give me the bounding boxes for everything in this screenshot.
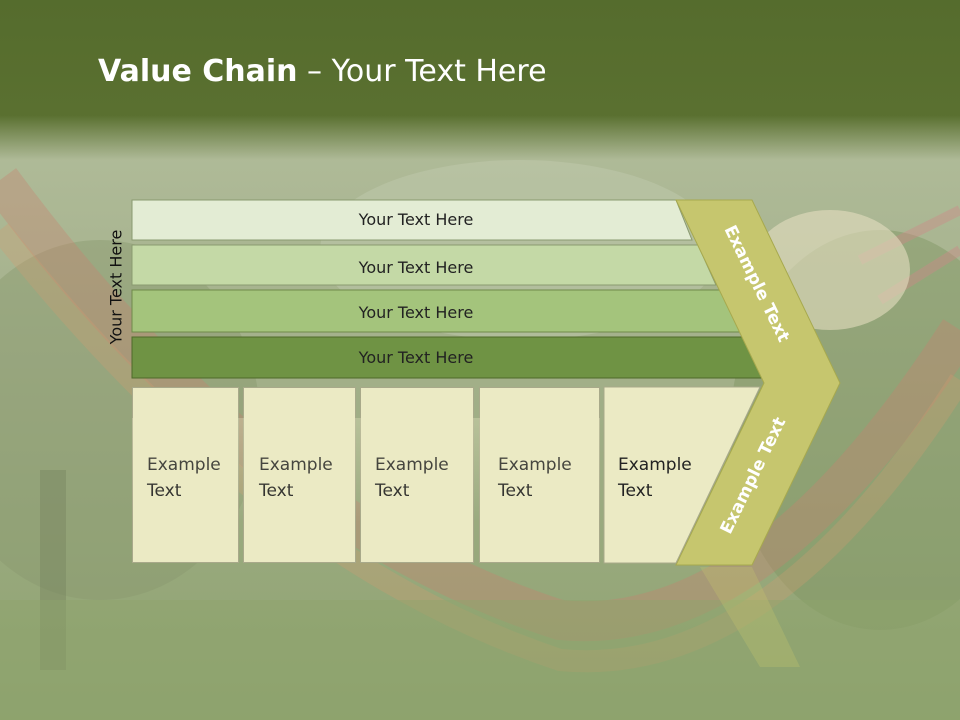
slide-title: Value Chain – Your Text Here xyxy=(98,54,547,89)
bar-1-label: Your Text Here xyxy=(358,210,474,229)
bar-4-label: Your Text Here xyxy=(358,348,474,367)
cell-2-line1: Example xyxy=(259,455,333,475)
bar-2 xyxy=(131,244,717,286)
cell-3-line2: Text xyxy=(375,481,410,501)
chevron-reflection xyxy=(676,567,800,667)
slide-title-bold: Value Chain xyxy=(98,54,298,89)
chevron-arrow xyxy=(675,199,841,566)
cell-4 xyxy=(479,387,600,563)
cell-1 xyxy=(132,387,239,563)
cell-4-line1: Example xyxy=(498,455,572,475)
bar-2-label: Your Text Here xyxy=(358,258,474,277)
cell-5-line2: Text xyxy=(618,481,653,501)
cells-reflection xyxy=(132,418,600,568)
cell-1-line2: Text xyxy=(147,481,182,501)
cell-2 xyxy=(243,387,356,563)
cell-3 xyxy=(360,387,474,563)
cell-5-shape xyxy=(603,386,761,564)
bar-3-label: Your Text Here xyxy=(358,303,474,322)
cell-2-line2: Text xyxy=(259,481,294,501)
bar-1 xyxy=(131,199,693,241)
slide-title-rest: – Your Text Here xyxy=(297,54,547,89)
cell-1-line1: Example xyxy=(147,455,221,475)
cell-3-line1: Example xyxy=(375,455,449,475)
cell-5-line1: Example xyxy=(618,455,692,475)
cell-4-line2: Text xyxy=(498,481,533,501)
